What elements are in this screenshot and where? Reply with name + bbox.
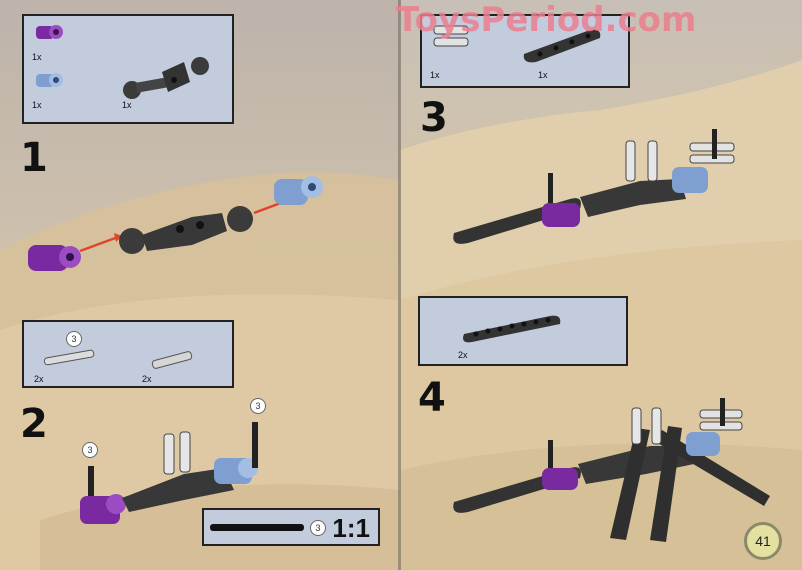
step1-qty-blue: 1x (32, 100, 42, 110)
pin-left (163, 433, 175, 475)
step-1-number: 1 (20, 135, 48, 181)
pin-right (179, 431, 191, 473)
arrow-left (79, 235, 119, 253)
purple-connector (28, 245, 81, 271)
purple-connector (542, 203, 580, 227)
step2-qty-axle: 2x (34, 374, 44, 384)
step2-parts-box: 3 2x 2x (22, 320, 234, 388)
joint-body (142, 213, 227, 251)
blue-connector (672, 167, 708, 193)
page-number: 41 (744, 522, 782, 560)
watermark-text: ToysPeriod.com (396, 0, 697, 40)
step3-assembly (453, 129, 735, 244)
step2-qty-pin: 2x (142, 374, 152, 384)
right-axle (252, 422, 258, 468)
blue-connector (686, 432, 720, 456)
axle-icon (43, 349, 95, 366)
beam-left (610, 428, 650, 540)
step4-qty-beam: 2x (458, 350, 468, 360)
ball-left (119, 228, 145, 254)
step2-length-badge: 3 (66, 331, 82, 347)
step1-qty-joint: 1x (122, 100, 132, 110)
joint-body (122, 468, 234, 512)
blue-connector (274, 176, 323, 205)
step3-qty-pins: 1x (430, 70, 440, 80)
page-fold (398, 0, 401, 570)
beam-right (656, 430, 770, 506)
left-page: 1x 1x 1x 1 (0, 0, 400, 570)
joint-body (580, 179, 686, 217)
step4-assembly (453, 398, 770, 542)
step3-parts-box: 1x 1x (420, 14, 630, 88)
scale-badge: 3 (310, 520, 326, 536)
left-axle (88, 466, 94, 510)
ball-joint-piece-icon (123, 57, 209, 99)
purple-connector-icon (36, 25, 63, 39)
step-3-number: 3 (420, 95, 448, 141)
step2-badge-left: 3 (82, 442, 98, 458)
step1-qty-purple: 1x (32, 52, 42, 62)
liftarm-icon (523, 29, 601, 63)
step-4-number: 4 (418, 375, 446, 421)
step2-assembly (80, 422, 258, 524)
ball-right (227, 206, 253, 232)
step4-parts-box: 2x (418, 296, 628, 366)
beam-icon (463, 315, 561, 343)
axle-scale-icon (210, 524, 304, 531)
double-pin-icon (433, 25, 469, 47)
pin-icon (151, 351, 193, 369)
step1-parts-box: 1x 1x 1x (22, 14, 234, 124)
scale-label: 1:1 (332, 513, 370, 543)
step-2-number: 2 (20, 401, 48, 447)
step2-badge-right: 3 (250, 398, 266, 414)
right-page: 1x 1x 3 2x 4 (400, 0, 802, 570)
blue-connector-icon (36, 73, 63, 87)
scale-reference-box: 3 1:1 (202, 508, 380, 546)
purple-connector (542, 468, 578, 490)
beam-middle (650, 426, 682, 542)
step3-qty-liftarm: 1x (538, 70, 548, 80)
step1-assembly (28, 176, 323, 271)
